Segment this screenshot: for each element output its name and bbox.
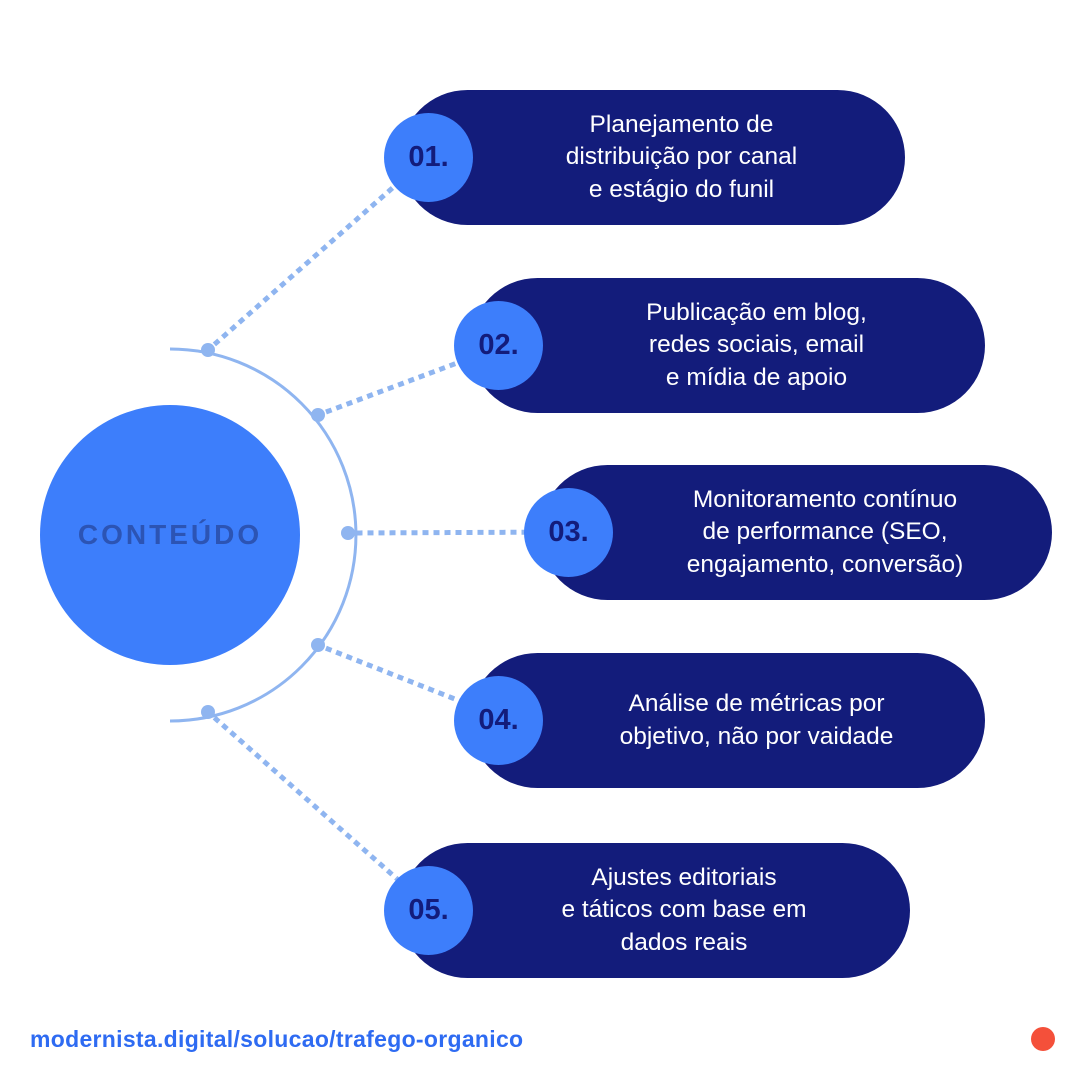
- step-number-badge-2: 02.: [454, 301, 543, 390]
- step-pill-3: 03. Monitoramento contínuo de performanc…: [524, 465, 1052, 600]
- arc-node-3: [341, 526, 355, 540]
- arc-node-4: [311, 638, 325, 652]
- center-label: CONTEÚDO: [77, 519, 263, 550]
- step-text-3: Monitoramento contínuo de performance (S…: [686, 486, 964, 578]
- step-text-2: Publicação em blog, redes sociais, email…: [646, 299, 867, 391]
- step-text-5: Ajustes editoriais e táticos com base em…: [561, 864, 807, 956]
- center-circle: CONTEÚDO: [40, 405, 300, 665]
- step-pill-5: 05. Ajustes editoriais e táticos com bas…: [384, 843, 910, 978]
- arc-node-5: [201, 705, 215, 719]
- step-text-1: Planejamento de distribuição por canal e…: [565, 111, 798, 203]
- step-number-badge-1: 01.: [384, 113, 473, 202]
- arc-node-1: [201, 343, 215, 357]
- brand-dot-icon: [1031, 1027, 1055, 1051]
- step-number-badge-4: 04.: [454, 676, 543, 765]
- step-number-badge-5: 05.: [384, 866, 473, 955]
- step-number-badge-3: 03.: [524, 488, 613, 577]
- step-pill-1: 01. Planejamento de distribuição por can…: [384, 90, 905, 225]
- step-pill-2: 02. Publicação em blog, redes sociais, e…: [454, 278, 985, 413]
- step-pill-4: 04. Análise de métricas por objetivo, nã…: [454, 653, 985, 788]
- footer-url-link[interactable]: modernista.digital/solucao/trafego-organ…: [30, 1026, 524, 1052]
- arc-node-2: [311, 408, 325, 422]
- step-text-4: Análise de métricas por objetivo, não po…: [619, 690, 894, 750]
